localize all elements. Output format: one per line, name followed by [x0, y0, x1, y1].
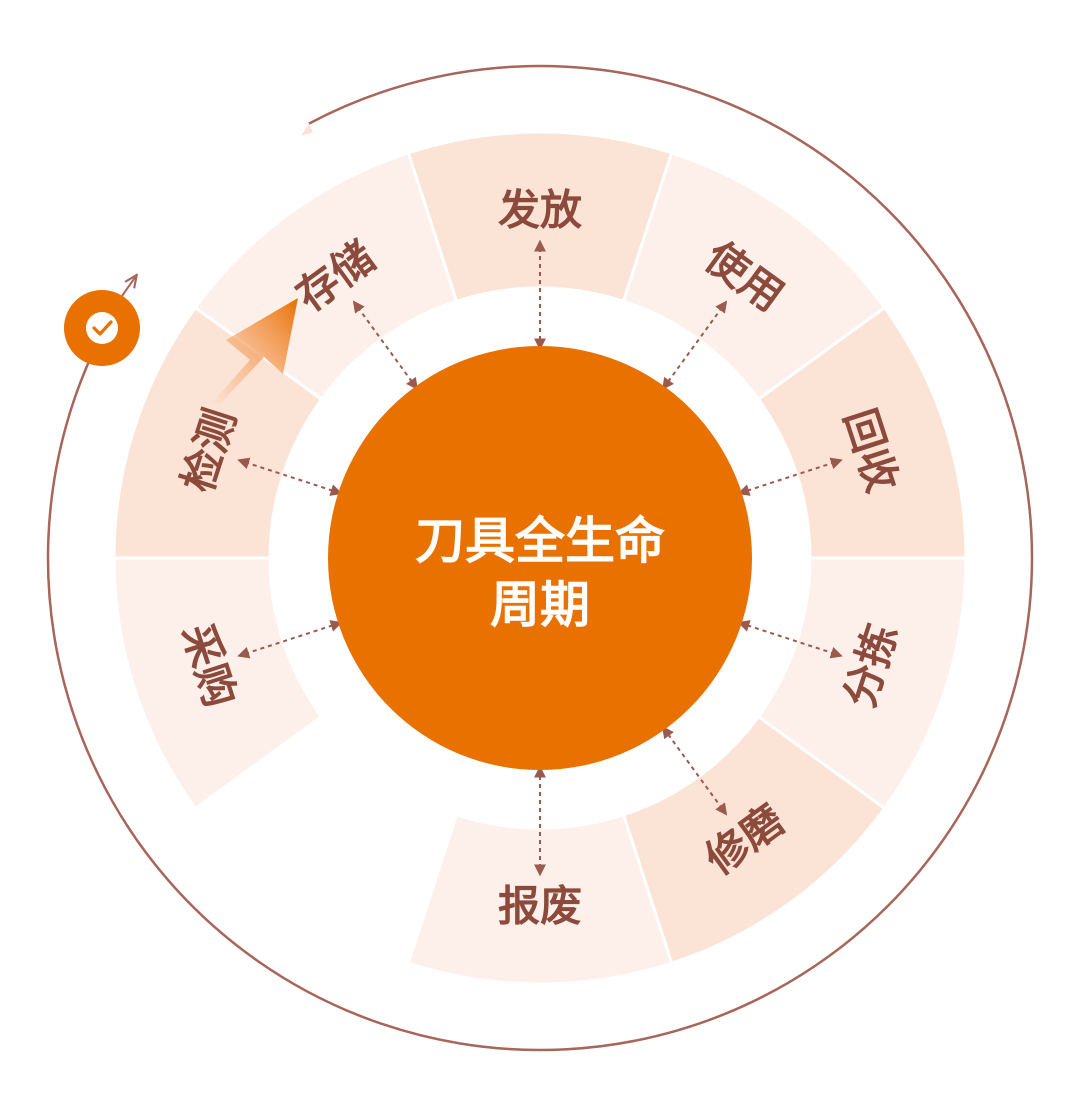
center-title-line2: 周期: [490, 576, 590, 634]
stage-label: 发放: [498, 186, 582, 235]
check-icon: [64, 290, 140, 366]
ring-start-tail: [301, 123, 314, 136]
center-circle: [328, 346, 752, 770]
stage-connector: [737, 457, 843, 496]
stage-connector: [352, 300, 418, 391]
ring-arrow-tip: [121, 276, 136, 297]
stage-connector: [737, 620, 843, 659]
arrow-up-right-icon: [210, 298, 298, 405]
stage-label: 报废: [498, 882, 582, 931]
stage-connectors: [237, 239, 843, 877]
center-title-line1: 刀具全生命: [415, 512, 665, 570]
stage-connector: [237, 457, 343, 496]
outer-cycle-ring: [46, 64, 1034, 1052]
stage-connector: [237, 620, 343, 659]
stage-connector: [662, 725, 728, 816]
stage-connector: [662, 300, 728, 391]
stage-segment: [406, 812, 674, 986]
